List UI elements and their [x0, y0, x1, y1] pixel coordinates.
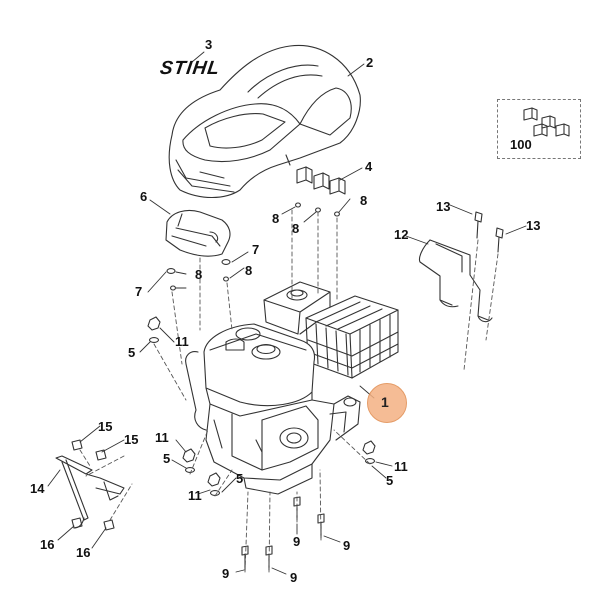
clip-kit: [523, 107, 570, 137]
part-label-100[interactable]: 100: [510, 137, 532, 152]
part-label-12[interactable]: 12: [394, 227, 409, 242]
part-label-4[interactable]: 4: [365, 159, 373, 174]
part-label-5-d[interactable]: 5: [386, 473, 394, 488]
kit-contents-box: [497, 99, 581, 159]
handle-bracket: [418, 239, 493, 323]
part-label-5-c[interactable]: 5: [236, 471, 244, 486]
part-label-2[interactable]: 2: [366, 55, 374, 70]
part-label-16-b[interactable]: 16: [76, 545, 91, 560]
retaining-clips: [296, 166, 346, 195]
part-label-9-d[interactable]: 9: [290, 570, 298, 585]
part-label-7-a[interactable]: 7: [252, 242, 260, 257]
part-label-5-a[interactable]: 5: [128, 345, 136, 360]
part-label-15-a[interactable]: 15: [98, 419, 113, 434]
highlighted-part-marker[interactable]: [367, 383, 407, 423]
engine-bottom-bolts: [241, 496, 325, 571]
part-label-9-b[interactable]: 9: [343, 538, 351, 553]
assembly-guide-lines: [79, 209, 499, 573]
part-label-5-b[interactable]: 5: [163, 451, 171, 466]
part-label-8-e[interactable]: 8: [245, 263, 253, 278]
front-bracket: [165, 209, 231, 257]
part-label-11-c[interactable]: 11: [188, 488, 202, 503]
part-label-11-b[interactable]: 11: [155, 430, 169, 445]
part-label-11-d[interactable]: 11: [394, 459, 408, 474]
cable-bracket: [55, 455, 125, 529]
part-label-8-d[interactable]: 8: [195, 267, 203, 282]
part-label-9-a[interactable]: 9: [293, 534, 301, 549]
handle-bolts: [474, 211, 504, 253]
part-label-13-b[interactable]: 13: [526, 218, 541, 233]
small-screws-top: [295, 202, 340, 217]
leader-lines: [47, 51, 527, 575]
part-label-16-a[interactable]: 16: [40, 537, 55, 552]
bracket-fasteners: [166, 259, 231, 291]
part-label-8-a[interactable]: 8: [272, 211, 280, 226]
part-label-11-a[interactable]: 11: [175, 334, 189, 349]
cable-clips: [71, 439, 115, 531]
part-label-8-c[interactable]: 8: [360, 193, 368, 208]
part-label-14[interactable]: 14: [30, 481, 45, 496]
part-label-7-b[interactable]: 7: [135, 284, 143, 299]
part-label-6[interactable]: 6: [140, 189, 148, 204]
highlighted-part-label[interactable]: 1: [381, 394, 389, 410]
engine-cover-shroud: [168, 44, 361, 198]
part-label-9-c[interactable]: 9: [222, 566, 230, 581]
part-label-8-b[interactable]: 8: [292, 221, 300, 236]
engine-assembly: [185, 281, 399, 495]
brand-logo: STIHL: [158, 58, 222, 79]
part-label-3[interactable]: 3: [205, 37, 213, 52]
part-label-13-a[interactable]: 13: [436, 199, 451, 214]
part-label-15-b[interactable]: 15: [124, 432, 139, 447]
